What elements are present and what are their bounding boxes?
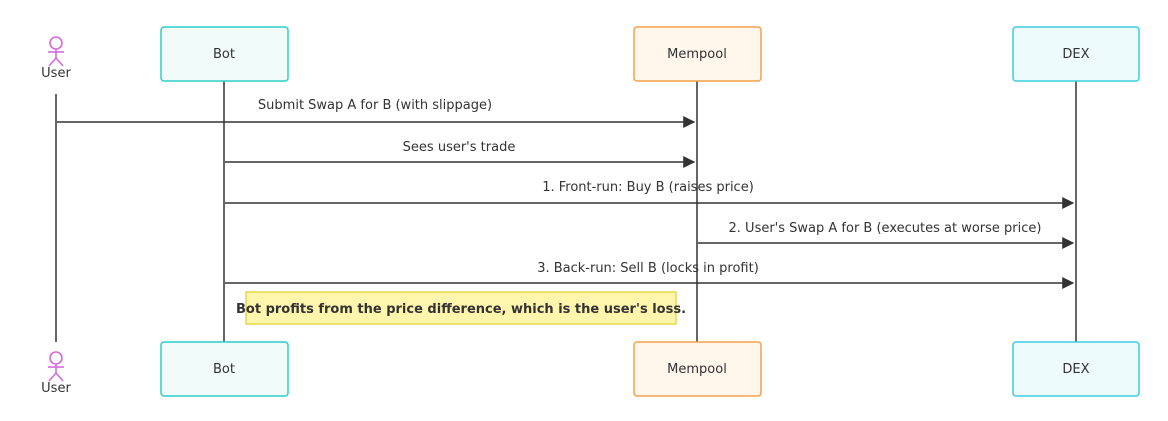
note-bot-profit: Bot profits from the price difference, w…: [236, 291, 686, 325]
message-user-swap-executes: 2. User's Swap A for B (executes at wors…: [698, 221, 1075, 249]
note-bot-profit-label: Bot profits from the price difference, w…: [236, 302, 686, 317]
message-front-run-label: 1. Front-run: Buy B (raises price): [542, 180, 754, 195]
user-actor-icon: [48, 36, 64, 67]
actor-user-bottom-label: User: [41, 381, 71, 396]
actor-user-bottom: User: [41, 351, 71, 396]
participant-dex-bottom-label: DEX: [1062, 362, 1089, 377]
participant-bot-bottom-label: Bot: [213, 362, 235, 377]
participant-bot-bottom: Bot: [160, 341, 289, 397]
participant-dex-label: DEX: [1062, 47, 1089, 62]
message-front-run: 1. Front-run: Buy B (raises price): [225, 180, 1075, 209]
message-submit-swap: Submit Swap A for B (with slippage): [57, 98, 696, 128]
participant-dex-bottom: DEX: [1012, 341, 1140, 397]
participant-mempool-top: Mempool: [633, 26, 762, 82]
message-sees-trade: Sees user's trade: [225, 140, 696, 168]
actor-user-label: User: [41, 66, 71, 81]
message-sees-trade-label: Sees user's trade: [403, 140, 516, 155]
user-actor-icon: [48, 351, 64, 382]
participant-bot-label: Bot: [213, 47, 235, 62]
message-user-swap-executes-label: 2. User's Swap A for B (executes at wors…: [729, 221, 1042, 236]
participant-mempool-label: Mempool: [667, 47, 727, 62]
participant-mempool-bottom-label: Mempool: [667, 362, 727, 377]
message-back-run: 3. Back-run: Sell B (locks in profit): [225, 261, 1075, 289]
participant-mempool-bottom: Mempool: [633, 341, 762, 397]
participant-dex-top: DEX: [1012, 26, 1140, 82]
message-back-run-label: 3. Back-run: Sell B (locks in profit): [537, 261, 759, 276]
participant-bot-top: Bot: [160, 26, 289, 82]
message-submit-swap-label: Submit Swap A for B (with slippage): [258, 98, 492, 113]
actor-user-top: User: [41, 36, 71, 81]
